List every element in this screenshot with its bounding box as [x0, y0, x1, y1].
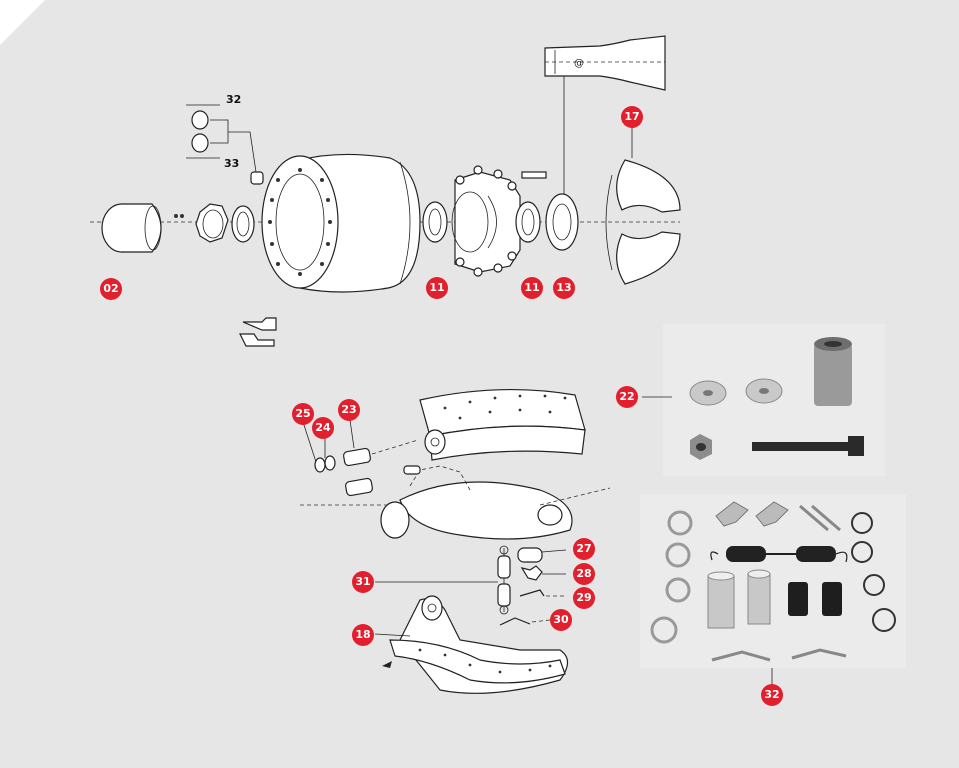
- callout-11-right: 11: [521, 277, 543, 299]
- callout-25: 25: [292, 403, 314, 425]
- axle-tube: @: [544, 35, 666, 194]
- callout-32-kit: 32: [761, 684, 783, 706]
- brake-shoe-assembly: [300, 388, 611, 694]
- dust-shield: [605, 159, 681, 285]
- svg-text:@: @: [574, 58, 584, 69]
- callout-29: 29: [573, 587, 595, 609]
- callout-23: 23: [338, 399, 360, 421]
- callout-30: 30: [550, 609, 572, 631]
- hub-assembly: @: [90, 35, 681, 293]
- dust-cap: [101, 203, 162, 253]
- photo-panel-32: [640, 494, 906, 684]
- wheel-hub: [451, 165, 521, 277]
- label-part-32: 32: [226, 93, 242, 106]
- hand-pointer-icon: [239, 317, 277, 347]
- label-part-33: 33: [224, 157, 240, 170]
- corner-fold: [0, 0, 45, 45]
- callout-18: 18: [352, 624, 374, 646]
- callout-24: 24: [312, 417, 334, 439]
- hub-nut: [195, 203, 229, 243]
- brake-drum: [261, 153, 421, 293]
- callout-02: 02: [100, 278, 122, 300]
- callout-28: 28: [573, 563, 595, 585]
- callout-11-left: 11: [426, 277, 448, 299]
- callout-17: 17: [621, 106, 643, 128]
- return-spring: [497, 545, 511, 615]
- callout-13: 13: [553, 277, 575, 299]
- photo-panel-22: [642, 324, 885, 476]
- wheel-nuts: [186, 104, 264, 185]
- callout-22: 22: [616, 386, 638, 408]
- callout-31: 31: [352, 571, 374, 593]
- callout-27: 27: [573, 538, 595, 560]
